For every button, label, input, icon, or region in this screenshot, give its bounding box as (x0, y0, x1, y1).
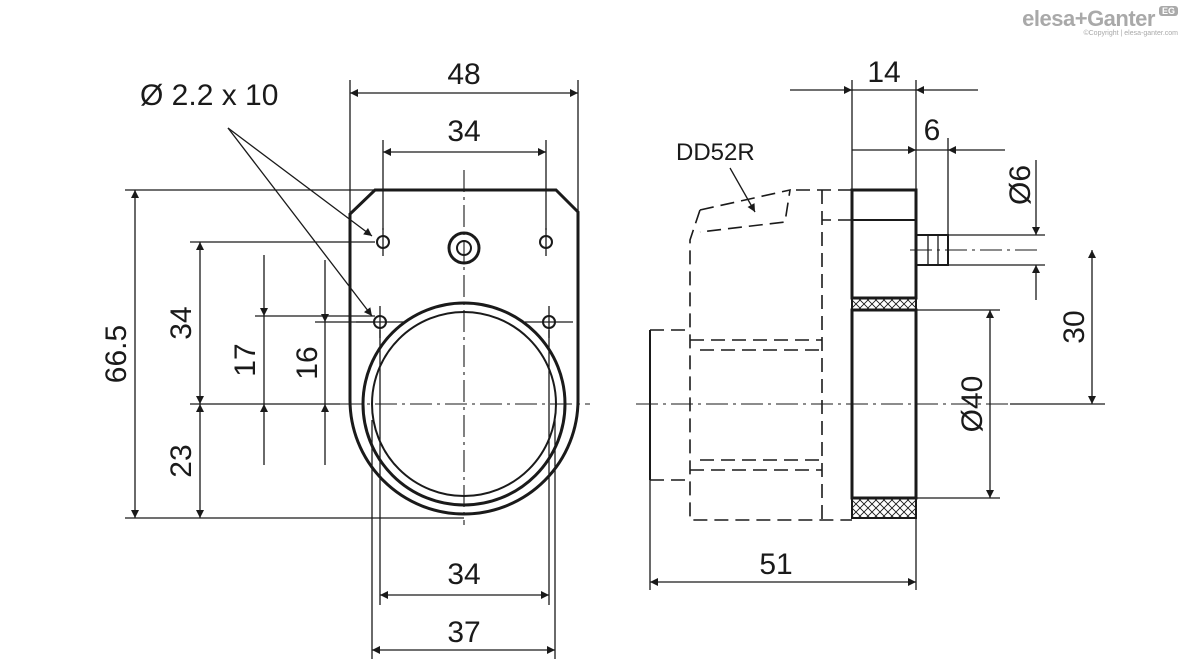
plate-outline (348, 188, 580, 516)
dim-34-bottom: 34 (447, 558, 480, 591)
dim-30: 30 (1058, 310, 1091, 343)
knurl-bottom (851, 497, 917, 519)
dim-6: 6 (924, 114, 941, 147)
dim-16: 16 (291, 346, 324, 379)
dim-37: 37 (447, 616, 480, 649)
side-body-top (850, 188, 918, 300)
dim-34-top: 34 (447, 115, 480, 148)
dim-66-5: 66.5 (100, 325, 133, 383)
dim-14: 14 (867, 56, 900, 89)
dim-23: 23 (165, 444, 198, 477)
brand-copyright: ©Copyright | elesa-ganter.com (1083, 30, 1178, 37)
dim-diameter-6: Ø6 (1004, 165, 1037, 205)
knurl-top (851, 297, 917, 311)
dim-48: 48 (447, 58, 480, 91)
front-view: 48 34 34 37 66.5 34 23 17 16 Ø 2.2 x 10 (100, 58, 590, 659)
dim-diameter-40: Ø40 (956, 376, 989, 433)
hole-callout: Ø 2.2 x 10 (140, 79, 278, 112)
brand-badge: EG (1158, 6, 1178, 16)
brand-name: elesa+Ganter (1022, 6, 1155, 31)
center-pin-inner (456, 240, 472, 256)
dim-51: 51 (759, 548, 792, 581)
center-pin-outer (447, 231, 481, 265)
dim-17: 17 (229, 343, 262, 376)
hidden-part-label: DD52R (676, 139, 755, 166)
side-view: 14 6 Ø6 30 Ø40 51 DD52R (636, 56, 1105, 590)
dim-34-vertical: 34 (165, 306, 198, 339)
